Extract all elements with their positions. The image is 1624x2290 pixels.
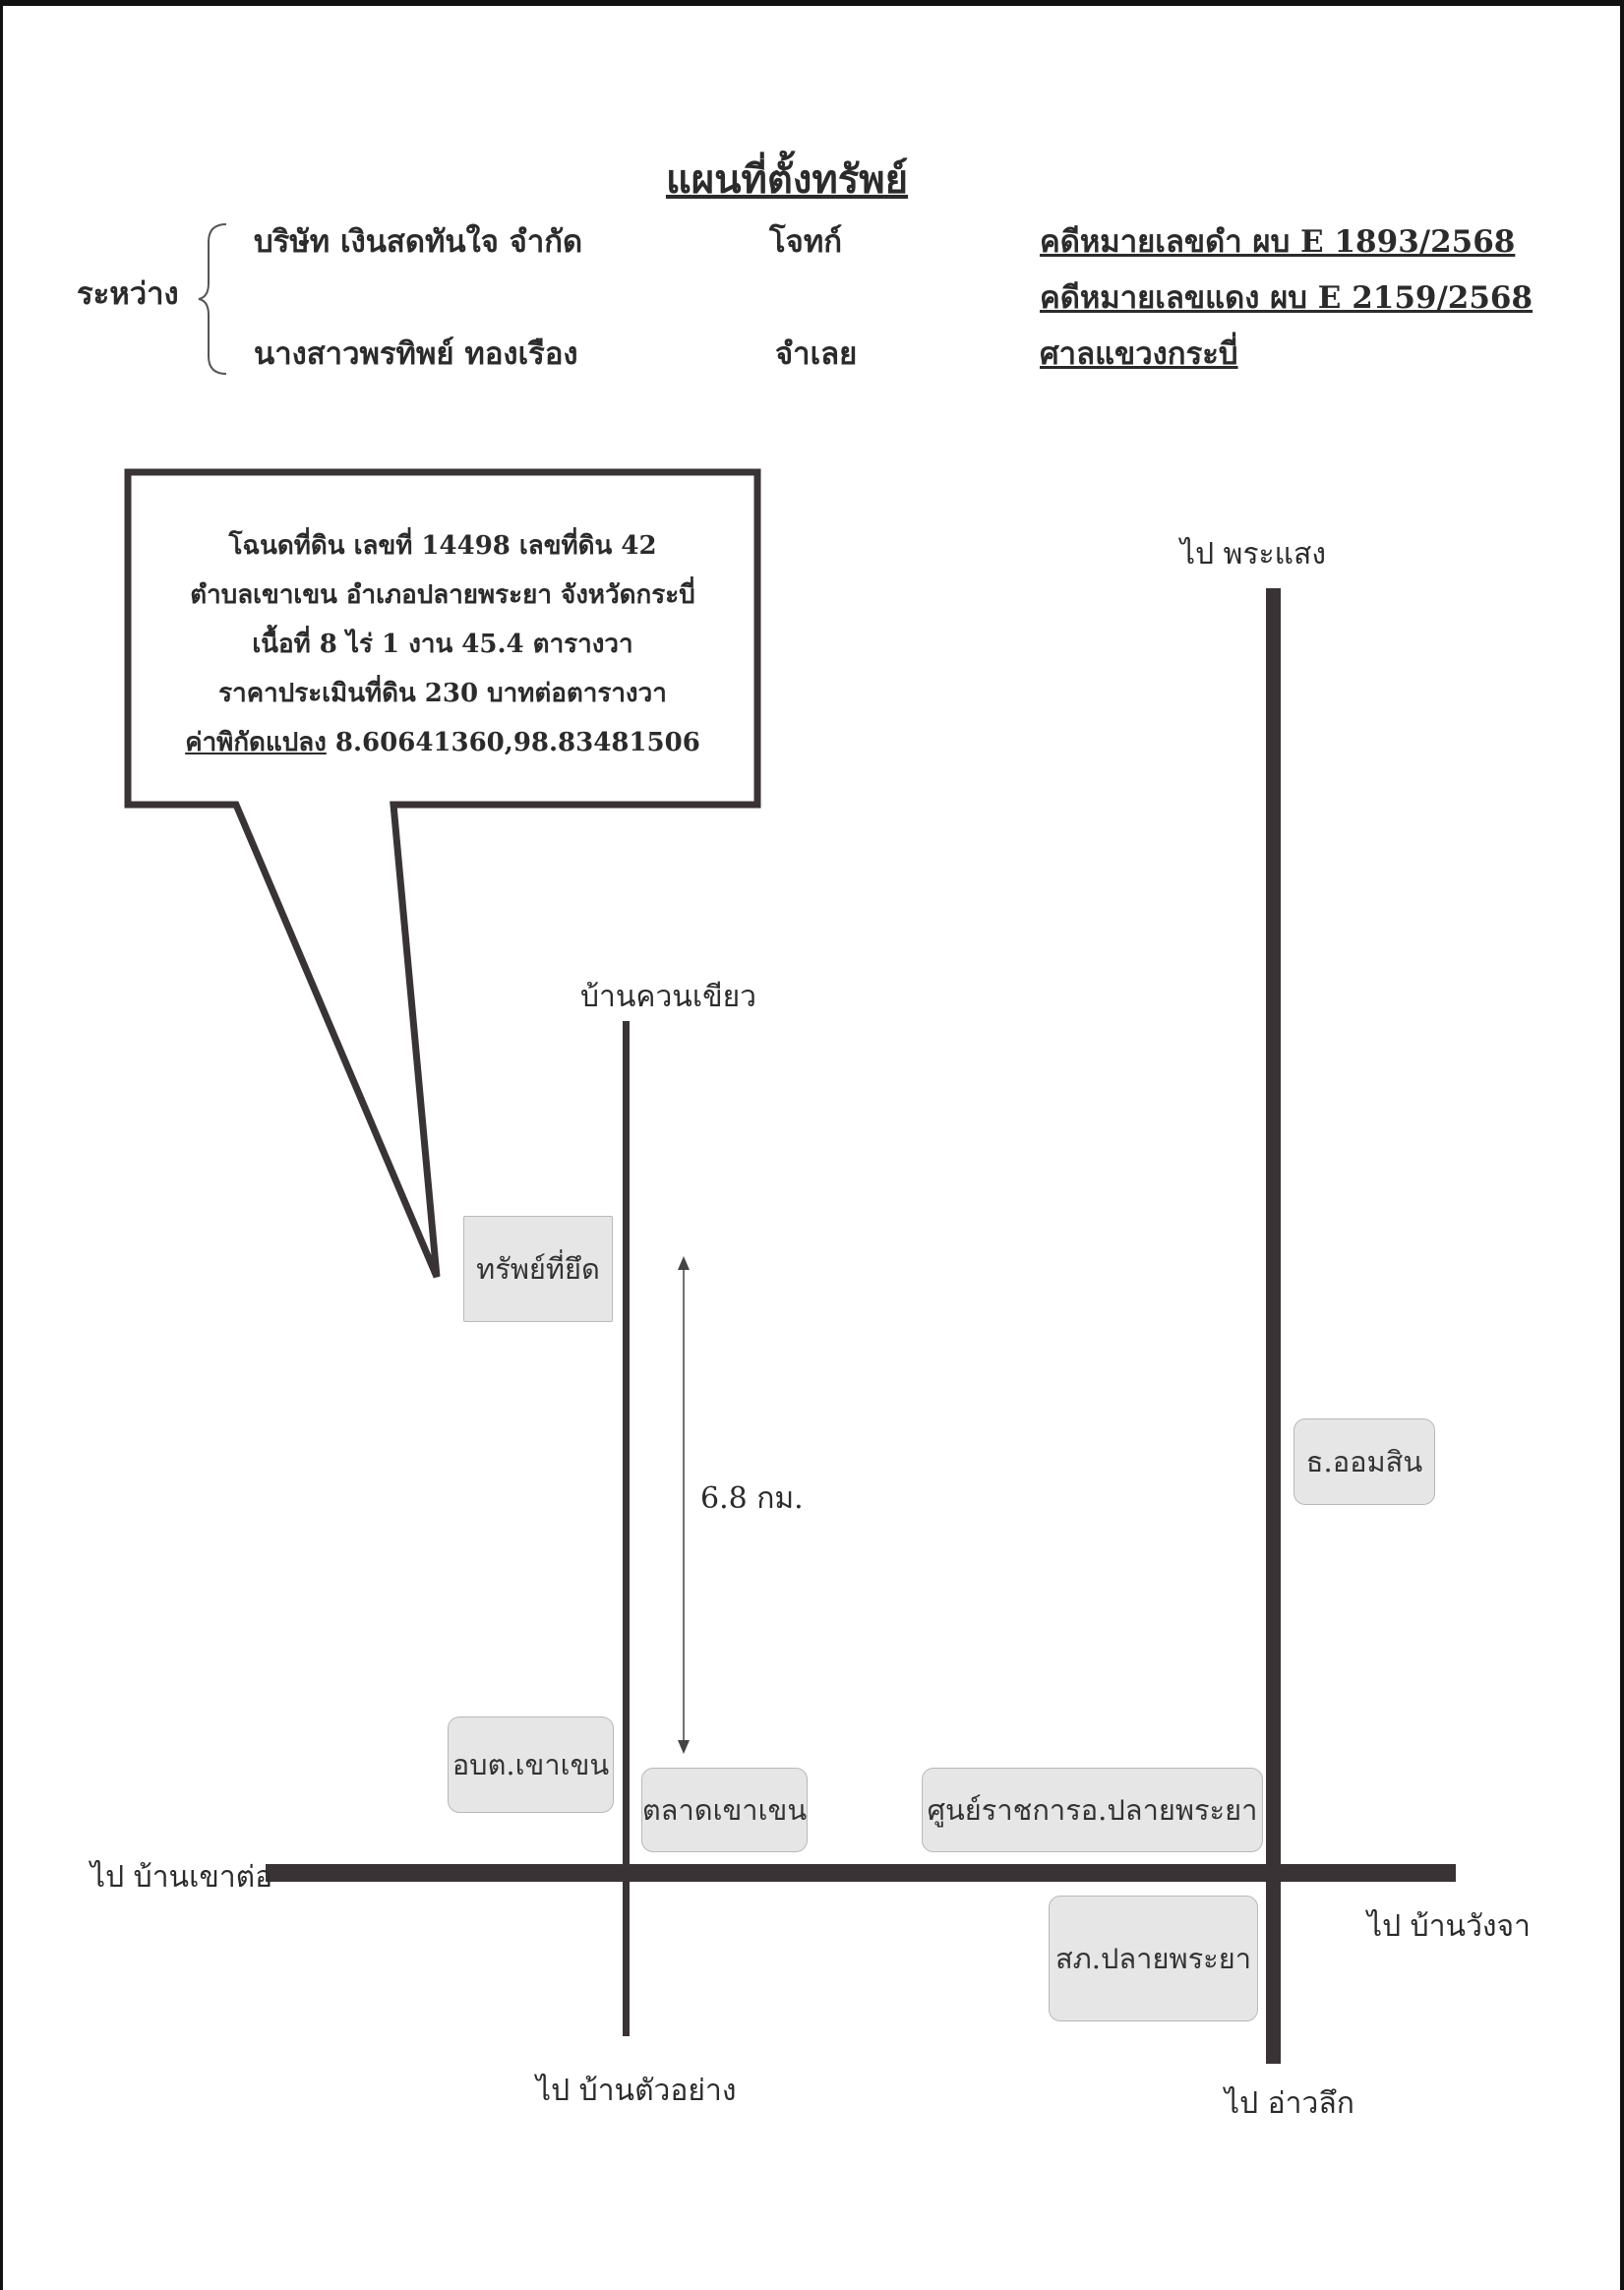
distance-label: 6.8 กม. <box>700 1481 804 1516</box>
label-to-ban-wang-cha: ไป บ้านวังจา <box>1367 1909 1531 1944</box>
defendant-role: จำเลย <box>775 336 858 372</box>
label-to-ao-luek: ไป อ่าวลึก <box>1225 2086 1354 2121</box>
label-to-ban-khao-to: ไป บ้านเขาต่อ <box>90 1860 273 1895</box>
scan-border-top <box>0 0 1624 6</box>
road-east-vertical <box>1266 588 1281 2064</box>
label-ban-khuan-khiao: บ้านควนเขียว <box>580 980 757 1014</box>
label-to-ban-tua-yang: ไป บ้านตัวอย่าง <box>536 2074 737 2108</box>
scan-border-left <box>0 0 3 2290</box>
coordinate-value: 8.60641360,98.83481506 <box>334 728 700 757</box>
court-name: ศาลแขวงกระบี่ <box>1040 336 1238 372</box>
road-horizontal <box>266 1864 1456 1882</box>
plaintiff-role: โจทก์ <box>769 224 843 260</box>
landmark-khao-khen-market: ตลาดเขาเขน <box>641 1768 808 1852</box>
landmark-seized-property: ทรัพย์ที่ยึด <box>463 1216 613 1322</box>
property-info: โฉนดที่ดิน เลขที่ 14498 เลขที่ดิน 42 ตำบ… <box>128 521 757 767</box>
location-line: ตำบลเขาเขน อำเภอปลายพระยา จังหวัดกระบี่ <box>190 580 695 610</box>
area-line: เนื้อที่ 8 ไร่ 1 งาน 45.4 ตารางวา <box>252 630 633 659</box>
label-to-phrasaeng: ไป พระแสง <box>1180 537 1326 572</box>
red-case-number: คดีหมายเลขแดง ผบ E 2159/2568 <box>1040 280 1534 316</box>
scan-border-right <box>1620 0 1624 2290</box>
deed-line: โฉนดที่ดิน เลขที่ 14498 เลขที่ดิน 42 <box>228 531 657 561</box>
landmark-obt-khao-khen: อบต.เขาเขน <box>448 1717 614 1813</box>
landmark-government-center: ศูนย์ราชการอ.ปลายพระยา <box>922 1768 1263 1852</box>
between-label: ระหว่าง <box>77 276 179 312</box>
document-title: แผนที่ตั้งทรัพย์ <box>665 156 909 203</box>
black-case-number: คดีหมายเลขดำ ผบ E 1893/2568 <box>1040 224 1516 260</box>
coordinate-label: ค่าพิกัดแปลง <box>185 728 327 757</box>
road-west-vertical <box>623 1021 630 2036</box>
bracket-brace <box>198 223 227 375</box>
landmark-gsb-bank: ธ.ออมสิน <box>1293 1418 1435 1505</box>
coordinate-line: ค่าพิกัดแปลง 8.60641360,98.83481506 <box>128 718 757 767</box>
distance-arrow <box>678 1256 690 1754</box>
defendant-name: นางสาวพรทิพย์ ทองเรือง <box>254 336 578 372</box>
plaintiff-name: บริษัท เงินสดทันใจ จำกัด <box>254 224 583 260</box>
appraisal-line: ราคาประเมินที่ดิน 230 บาทต่อตารางวา <box>218 679 667 708</box>
landmark-police-station: สภ.ปลายพระยา <box>1049 1896 1258 2021</box>
property-callout <box>124 468 761 1279</box>
